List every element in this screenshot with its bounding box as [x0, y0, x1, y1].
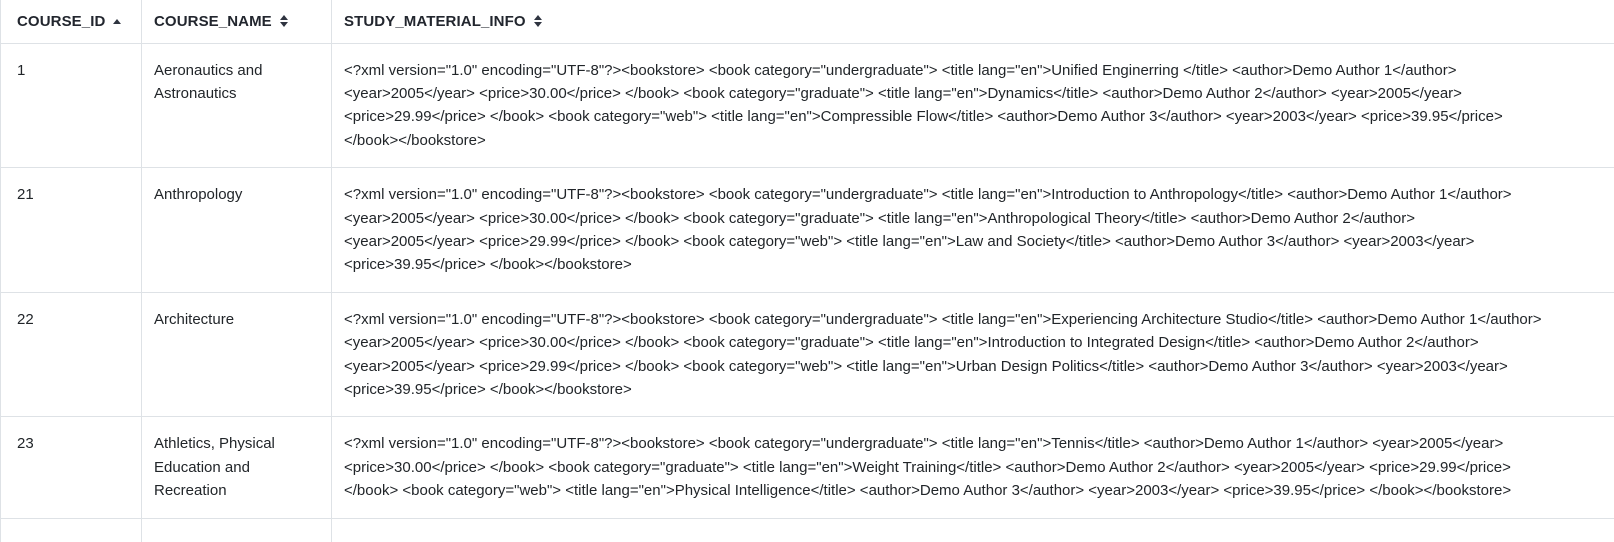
cell-study-material-info: <?xml version="1.0" encoding="UTF-8"?><b…	[331, 416, 1614, 519]
cell-course-name: Anthropology	[141, 167, 332, 293]
table-row: 1 Aeronautics and Astronautics <?xml ver…	[0, 43, 1614, 169]
cell-course-name: Architecture	[141, 292, 332, 418]
empty-cell	[331, 518, 1614, 542]
table-body: 1 Aeronautics and Astronautics <?xml ver…	[0, 43, 1614, 542]
table-row: 23 Athletics, Physical Education and Rec…	[0, 416, 1614, 519]
cell-course-id: 22	[0, 292, 142, 418]
cell-course-id: 1	[0, 43, 142, 169]
partial-next-row	[0, 518, 1614, 542]
cell-study-material-info: <?xml version="1.0" encoding="UTF-8"?><b…	[331, 167, 1614, 293]
cell-course-id: 23	[0, 416, 142, 519]
empty-cell	[141, 518, 332, 542]
header-row: COURSE_ID COURSE_NAME STUDY_MATERIAL_INF…	[0, 0, 1614, 44]
cell-course-id: 21	[0, 167, 142, 293]
cell-course-name: Aeronautics and Astronautics	[141, 43, 332, 169]
cell-course-name: Athletics, Physical Education and Recrea…	[141, 416, 332, 519]
sort-both-icon	[533, 15, 542, 28]
column-header-study-material-info[interactable]: STUDY_MATERIAL_INFO	[331, 0, 1614, 44]
table-row: 21 Anthropology <?xml version="1.0" enco…	[0, 167, 1614, 293]
column-label-course-id: COURSE_ID	[17, 12, 106, 30]
table-row: 22 Architecture <?xml version="1.0" enco…	[0, 292, 1614, 418]
column-header-course-id[interactable]: COURSE_ID	[0, 0, 142, 44]
sort-both-icon	[279, 15, 288, 28]
column-label-study-material-info: STUDY_MATERIAL_INFO	[344, 12, 526, 30]
column-header-course-name[interactable]: COURSE_NAME	[141, 0, 332, 44]
empty-cell	[0, 518, 142, 542]
cell-study-material-info: <?xml version="1.0" encoding="UTF-8"?><b…	[331, 292, 1614, 418]
column-label-course-name: COURSE_NAME	[154, 12, 272, 30]
cell-study-material-info: <?xml version="1.0" encoding="UTF-8"?><b…	[331, 43, 1614, 169]
table-header: COURSE_ID COURSE_NAME STUDY_MATERIAL_INF…	[0, 0, 1614, 44]
sort-ascending-icon	[113, 18, 122, 24]
